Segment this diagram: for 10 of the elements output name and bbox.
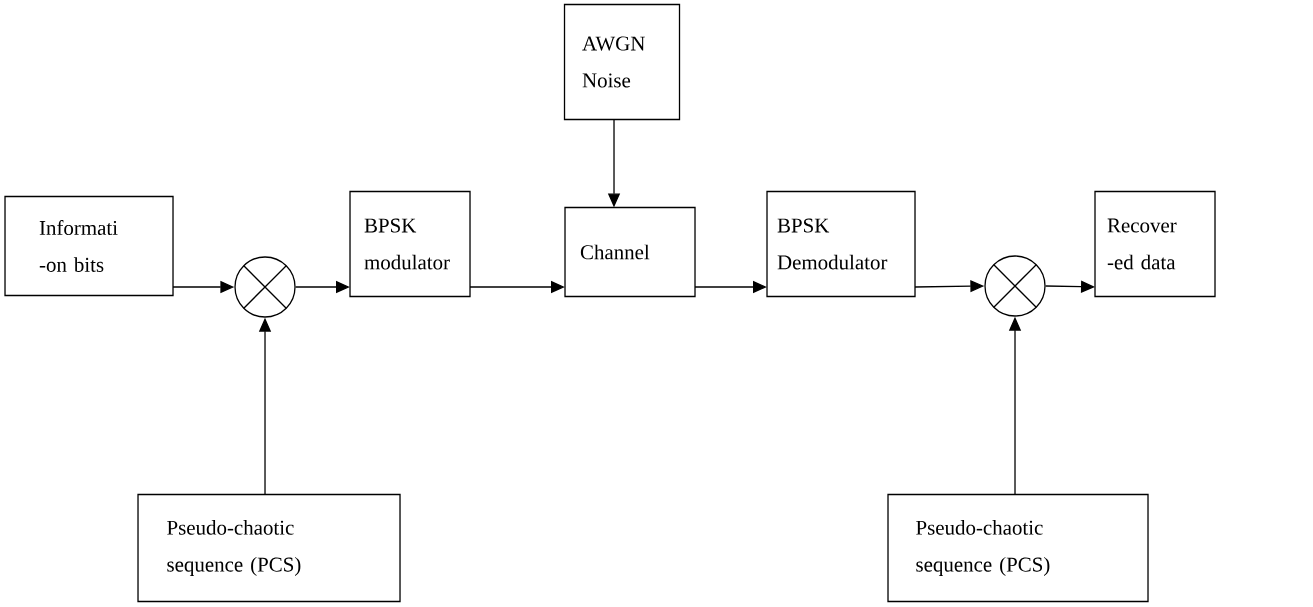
multiplier-symbol — [234, 256, 296, 318]
process-box: Recover -ed data — [1094, 190, 1216, 298]
process-box: Pseudo-chaotic sequence (PCS) — [137, 493, 401, 603]
process-box: Channel — [564, 206, 696, 298]
process-box: Informati -on bits — [4, 195, 174, 297]
process-box: BPSK modulator — [349, 190, 471, 298]
multiplier-symbol — [984, 255, 1046, 317]
process-box: BPSK Demodulator — [766, 190, 916, 298]
process-box: Pseudo-chaotic sequence (PCS) — [887, 493, 1149, 603]
process-box: AWGN Noise — [563, 3, 681, 121]
